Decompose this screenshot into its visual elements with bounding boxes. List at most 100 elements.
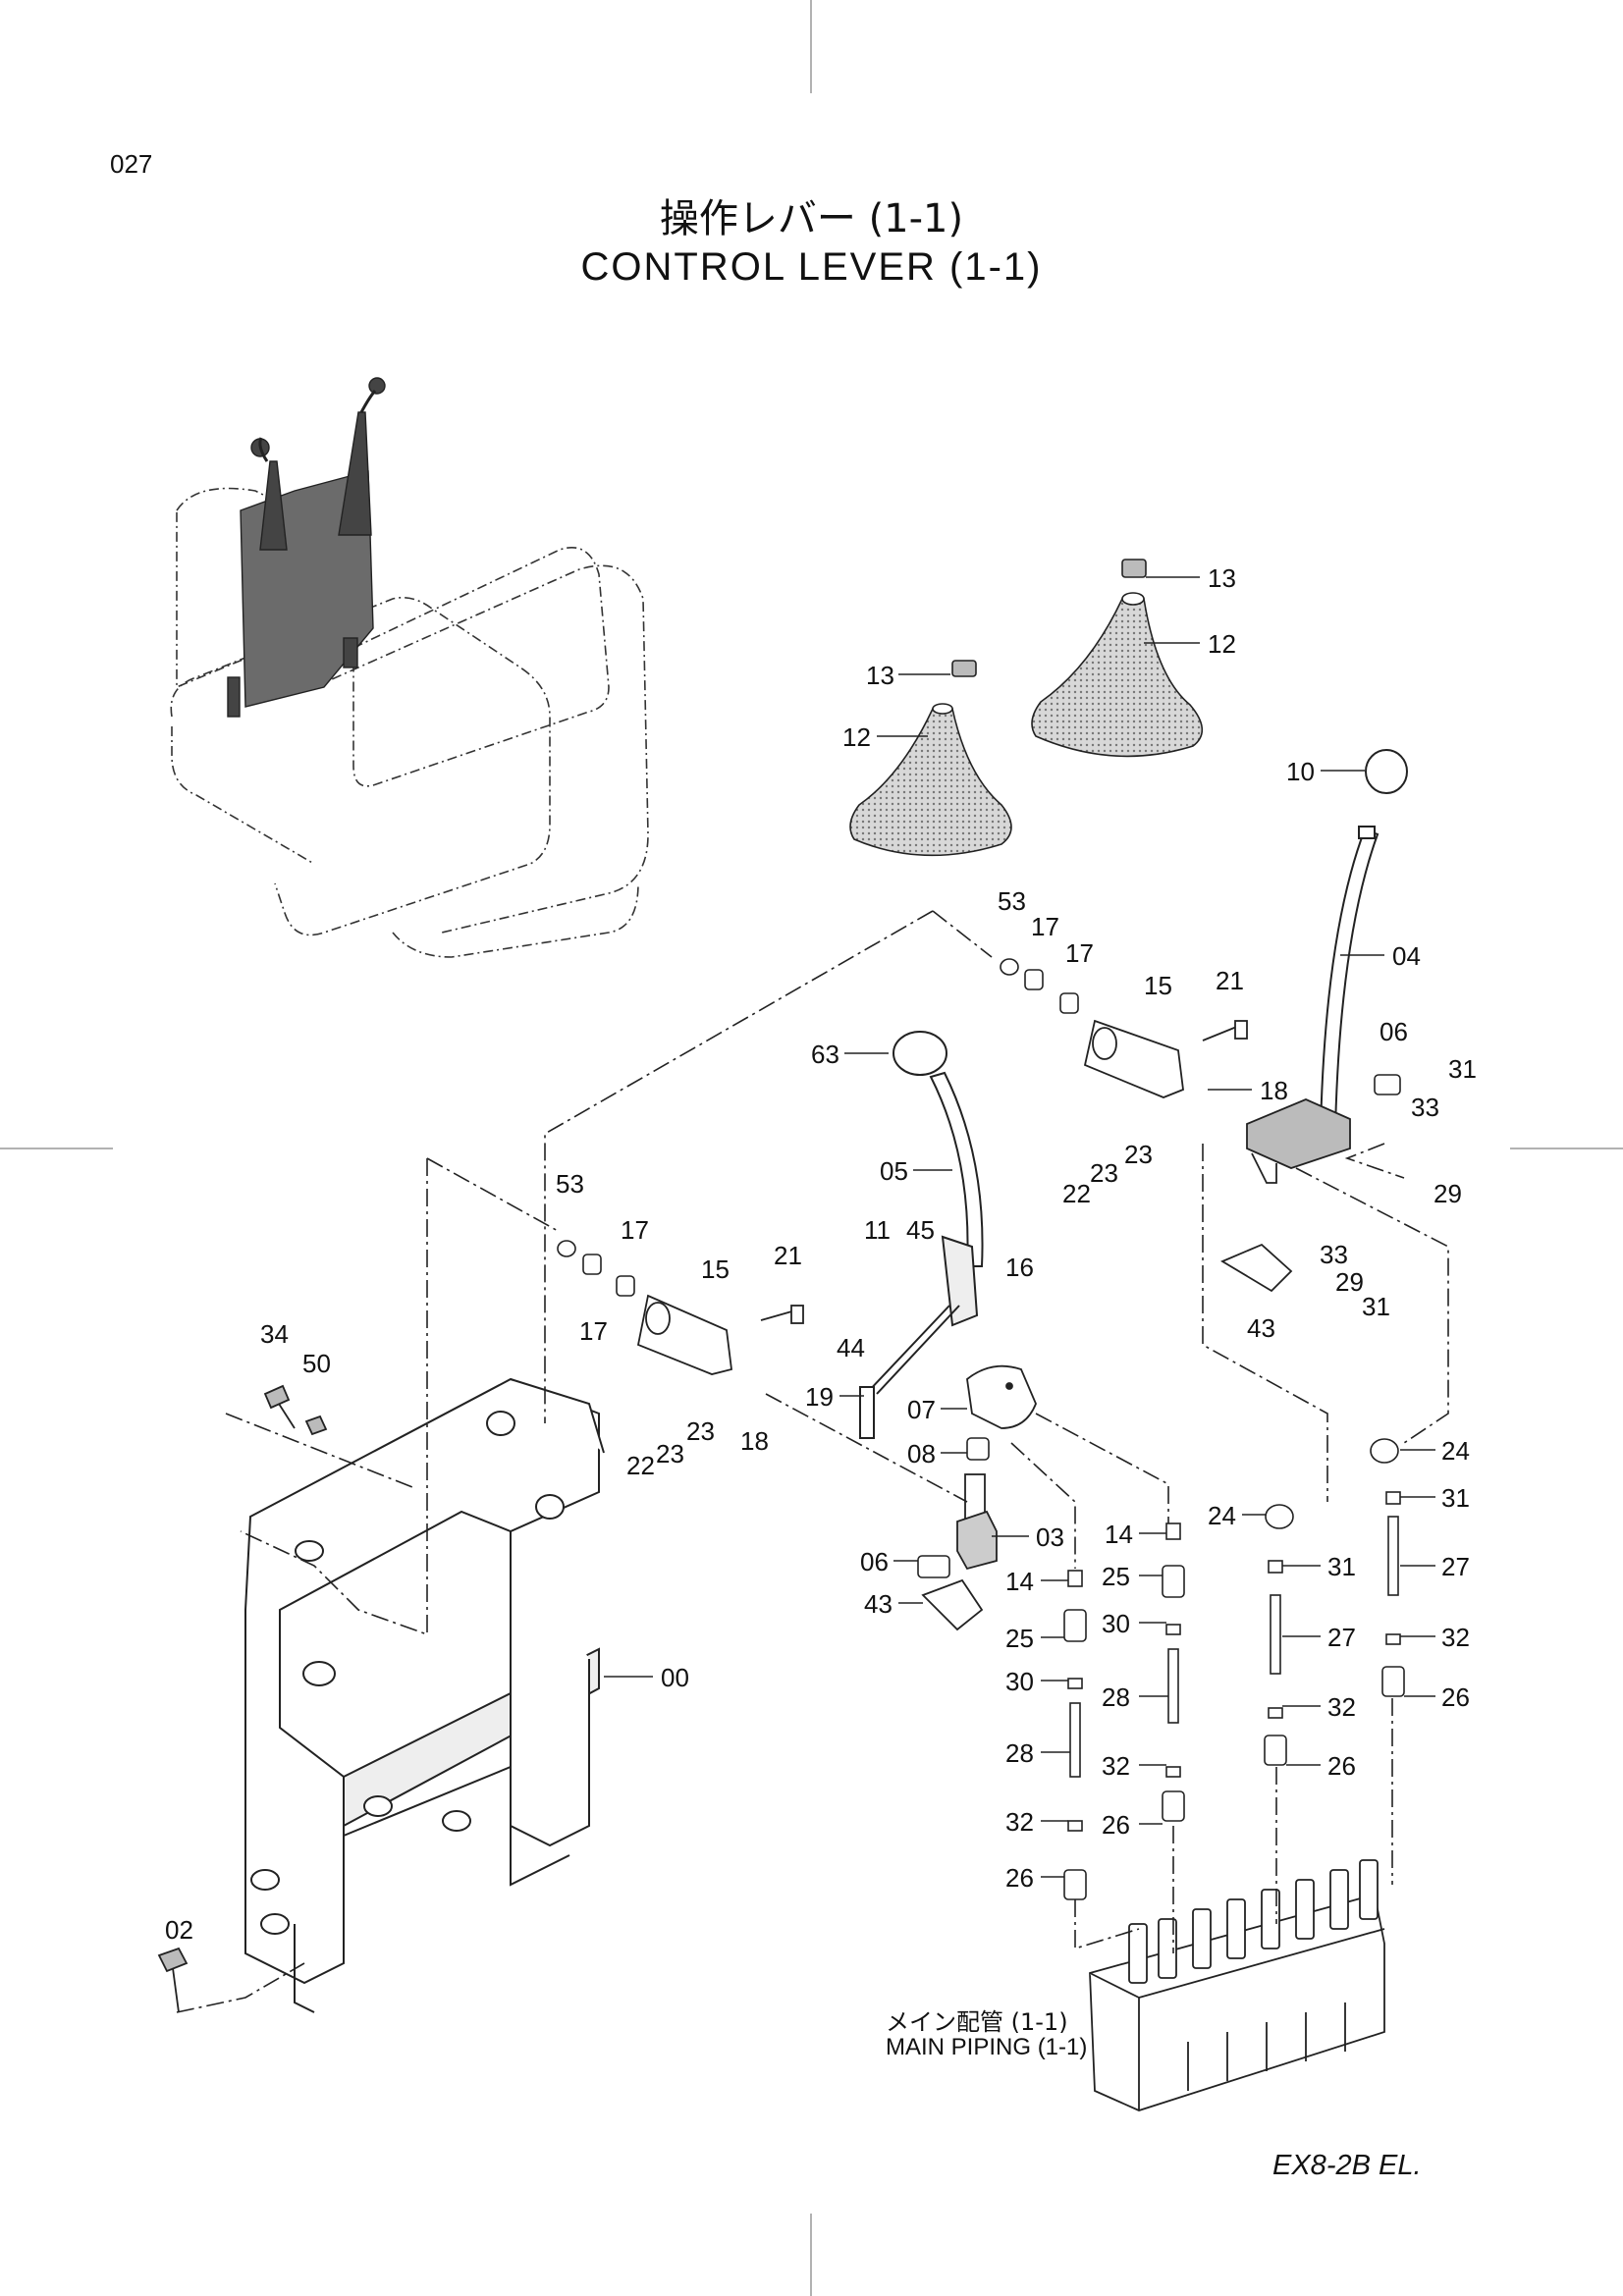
callout-24: 24	[1208, 1501, 1236, 1530]
callout-13: 13	[866, 661, 894, 690]
callout-21: 21	[1216, 966, 1244, 995]
callout-13: 13	[1208, 563, 1236, 593]
callout-23: 23	[1090, 1158, 1118, 1188]
main-piping-reference-jp: メイン配管 (1-1)	[886, 2008, 1068, 2036]
page-title-en: CONTROL LEVER (1-1)	[580, 245, 1043, 289]
callout-23: 23	[686, 1416, 715, 1446]
callout-10: 10	[1286, 757, 1315, 786]
plate-43-upper	[1220, 1243, 1293, 1293]
callout-22: 22	[1062, 1179, 1091, 1208]
callout-32: 32	[1005, 1807, 1034, 1837]
bolts-21	[760, 1020, 1248, 1324]
link-bracket-15-upper	[1083, 1019, 1184, 1098]
callout-12: 12	[842, 722, 871, 752]
callout-31: 31	[1448, 1054, 1477, 1084]
callout-16: 16	[1005, 1253, 1034, 1282]
callout-50: 50	[302, 1349, 331, 1378]
callout-26: 26	[1327, 1751, 1356, 1781]
shaft-03	[956, 1473, 998, 1571]
seat-overview-levers	[227, 377, 386, 718]
callout-32: 32	[1102, 1751, 1130, 1781]
callout-27: 27	[1327, 1623, 1356, 1652]
control-valve-bank	[1089, 1859, 1385, 2111]
callout-29: 29	[1434, 1179, 1462, 1208]
page-number: 027	[110, 149, 153, 179]
assembly-guide-lines	[176, 910, 1449, 2013]
callout-17: 17	[1065, 938, 1094, 968]
boot-cap-right	[1121, 559, 1147, 578]
callout-22: 22	[626, 1451, 655, 1480]
callout-44: 44	[837, 1333, 865, 1362]
callout-02: 02	[165, 1915, 193, 1945]
leader-lines	[604, 576, 1435, 1878]
bolt-02	[157, 1947, 189, 2013]
callout-17: 17	[1031, 912, 1059, 941]
bolt-34-nut-50	[263, 1384, 328, 1436]
lever-04	[1319, 749, 1408, 1130]
callout-17: 17	[579, 1316, 608, 1346]
callout-33: 33	[1320, 1240, 1348, 1269]
plate-43-lower	[921, 1578, 984, 1631]
callout-05: 05	[880, 1156, 908, 1186]
rubber-boot-left	[849, 703, 1012, 857]
callout-45: 45	[906, 1215, 935, 1245]
callout-25: 25	[1005, 1624, 1034, 1653]
callout-33: 33	[1411, 1093, 1439, 1122]
control-frame-00	[244, 1377, 605, 2013]
callout-07: 07	[907, 1395, 936, 1424]
callout-06: 06	[1380, 1017, 1408, 1046]
callout-28: 28	[1005, 1738, 1034, 1768]
callout-31: 31	[1327, 1552, 1356, 1581]
callout-19: 19	[805, 1382, 834, 1412]
rod-assemblies	[1063, 1438, 1405, 1900]
callout-04: 04	[1392, 941, 1421, 971]
page-title-jp: 操作レバー (1-1)	[659, 196, 964, 241]
callout-26: 26	[1102, 1810, 1130, 1840]
callout-25: 25	[1102, 1562, 1130, 1591]
callout-15: 15	[1144, 971, 1172, 1000]
callout-18: 18	[740, 1426, 769, 1456]
callout-26: 26	[1441, 1682, 1470, 1712]
callout-53: 53	[998, 886, 1026, 916]
rubber-boot-right	[1031, 592, 1204, 758]
callout-27: 27	[1441, 1552, 1470, 1581]
callout-29: 29	[1335, 1267, 1364, 1297]
callout-00: 00	[661, 1663, 689, 1692]
callout-28: 28	[1102, 1682, 1130, 1712]
callout-53: 53	[556, 1169, 584, 1199]
callout-43: 43	[864, 1589, 893, 1619]
callout-32: 32	[1441, 1623, 1470, 1652]
callout-15: 15	[701, 1255, 730, 1284]
small-hardware	[557, 958, 1401, 1578]
boot-cap-left	[951, 660, 977, 677]
callout-06: 06	[860, 1547, 889, 1576]
bracket-07	[966, 1364, 1037, 1429]
callout-23: 23	[656, 1439, 684, 1468]
callout-11: 11	[864, 1215, 891, 1245]
callout-18: 18	[1260, 1076, 1288, 1105]
callout-24: 24	[1441, 1436, 1470, 1466]
callout-34: 34	[260, 1319, 289, 1349]
link-bracket-15-lower	[636, 1294, 732, 1375]
callout-63: 63	[811, 1040, 839, 1069]
callout-30: 30	[1102, 1609, 1130, 1638]
lever-base-block	[1246, 1098, 1351, 1184]
callout-31: 31	[1441, 1483, 1470, 1513]
callout-30: 30	[1005, 1667, 1034, 1696]
callout-17: 17	[621, 1215, 649, 1245]
callout-14: 14	[1105, 1520, 1133, 1549]
model-code: EX8-2B EL.	[1272, 2150, 1422, 2181]
callout-21: 21	[774, 1241, 802, 1270]
callout-08: 08	[907, 1439, 936, 1468]
callout-12: 12	[1208, 629, 1236, 659]
callout-14: 14	[1005, 1567, 1034, 1596]
callout-31: 31	[1362, 1292, 1390, 1321]
lever-05	[859, 1031, 984, 1439]
callout-26: 26	[1005, 1863, 1034, 1893]
callout-32: 32	[1327, 1692, 1356, 1722]
callout-03: 03	[1036, 1522, 1064, 1552]
callout-23: 23	[1124, 1140, 1153, 1169]
